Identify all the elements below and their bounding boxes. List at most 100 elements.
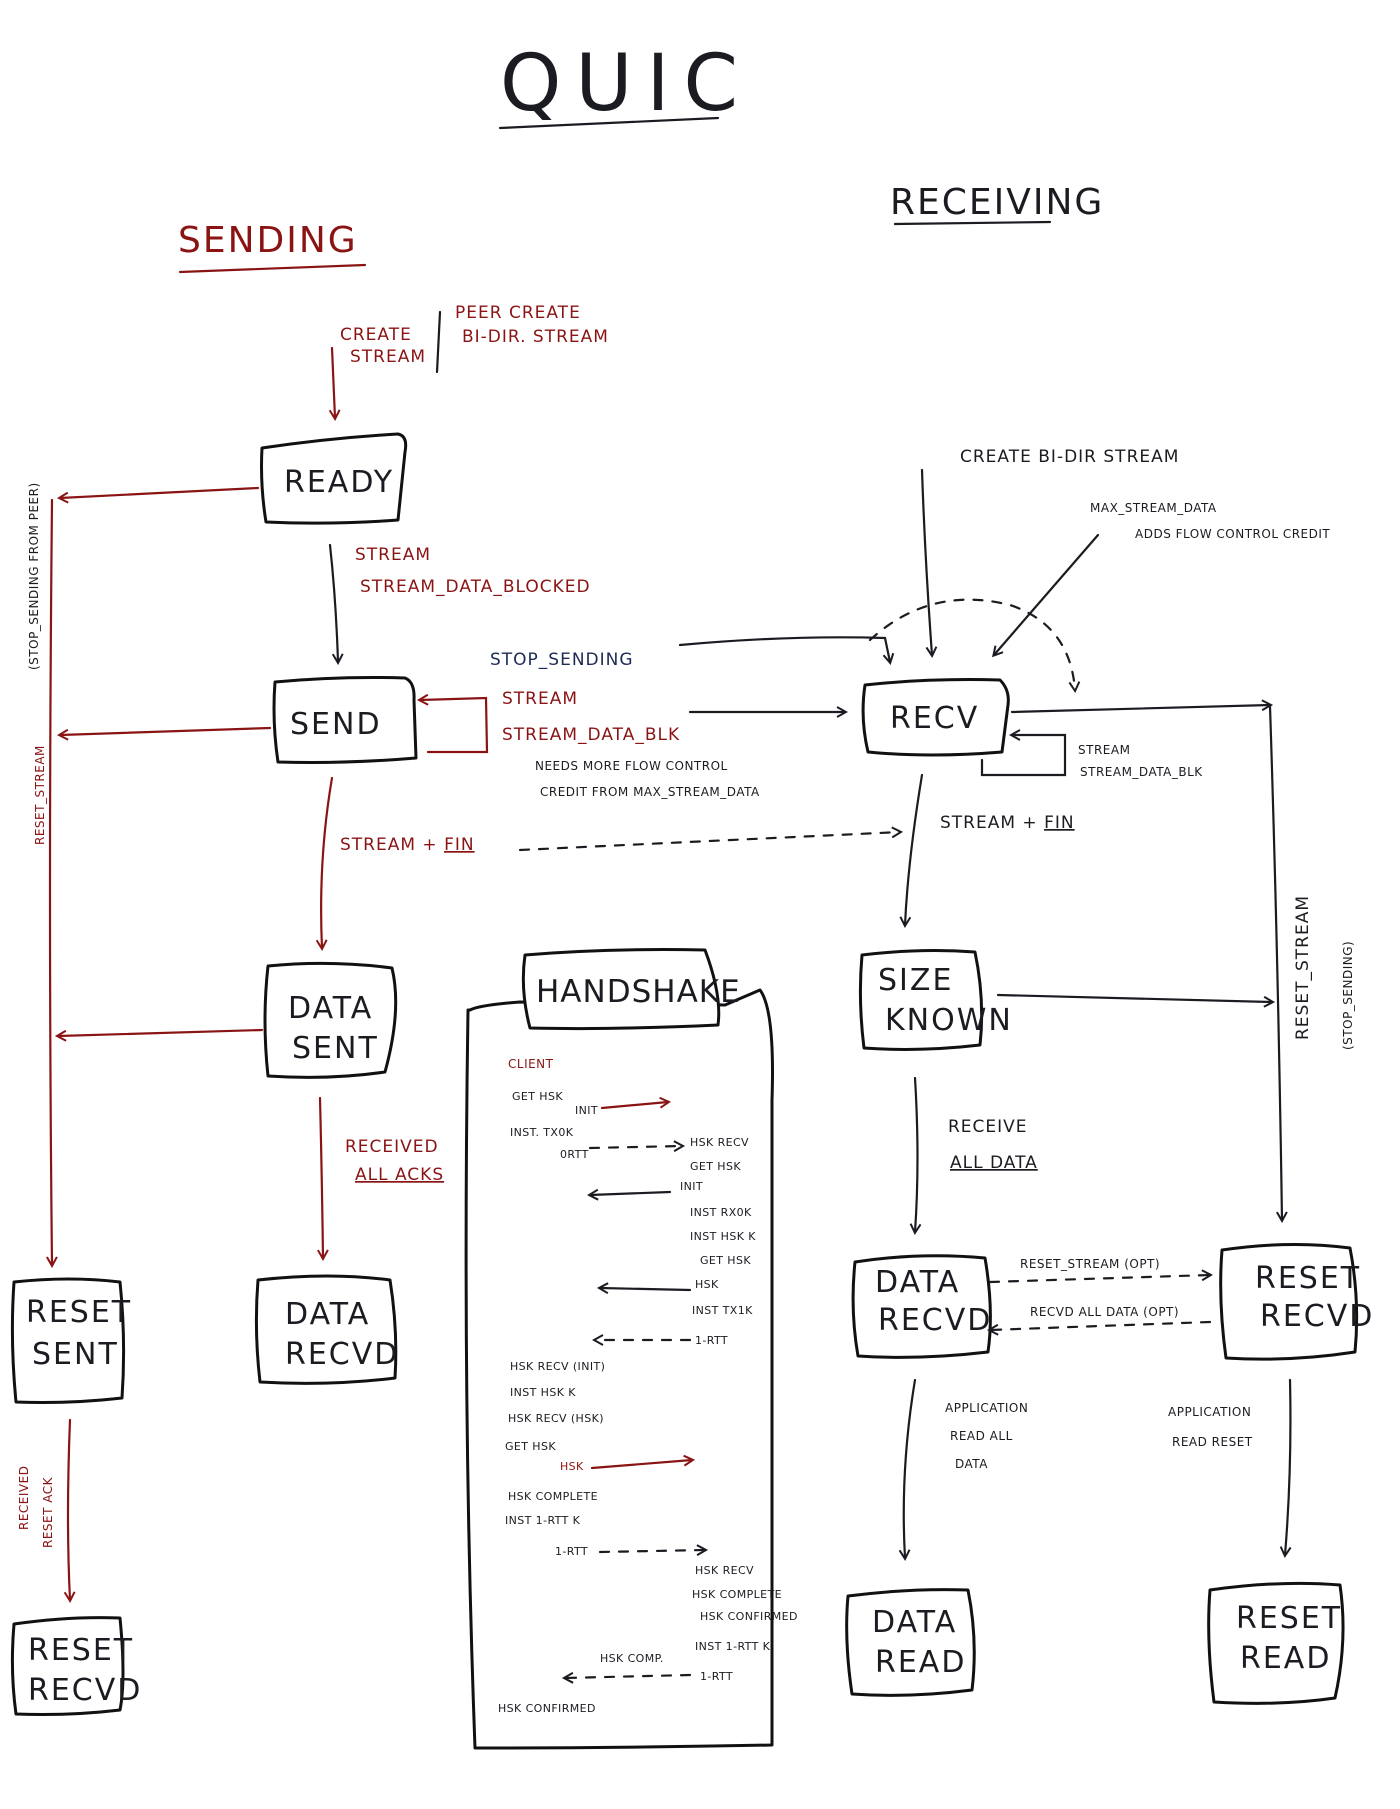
hs-line-1: INIT <box>575 1104 598 1117</box>
sending-underline <box>178 263 367 274</box>
create-bidir-arrow <box>920 468 932 655</box>
state-size-known-box <box>858 949 984 1051</box>
state-data-read-box <box>845 1588 976 1697</box>
hs-line-6: INIT <box>680 1180 703 1193</box>
state-data-recvd-send-box <box>254 1274 398 1385</box>
hs-line-9: GET HSK <box>700 1254 751 1267</box>
received-reset-ack-label-1: RECEIVED <box>17 1466 31 1530</box>
app-read-reset-label-2: READ RESET <box>1172 1435 1253 1449</box>
app-read-all-label-1: APPLICATION <box>945 1401 1028 1415</box>
sending-heading: SENDING <box>178 220 358 261</box>
state-data-recvd-recv-label-1: DATA <box>875 1265 960 1300</box>
recv-loop-arrow <box>980 735 1067 777</box>
state-data-sent-box <box>263 961 398 1079</box>
hs-1rtt-final-dashed-arrow <box>565 1675 692 1678</box>
ready-to-reset-arrow <box>60 486 260 498</box>
hs-line-24: INST 1-RTT K <box>695 1640 771 1653</box>
state-data-recvd-recv-label-2: RECVD <box>878 1303 992 1338</box>
send-to-reset-arrow <box>60 726 272 735</box>
state-reset-read-box <box>1207 1581 1345 1705</box>
hs-line-13: HSK RECV (INIT) <box>510 1360 605 1373</box>
stream-fin-send-label: STREAM + FIN <box>340 835 475 855</box>
hs-line-3: 0RTT <box>560 1148 589 1161</box>
hs-line-0: GET HSK <box>512 1090 563 1103</box>
data-recvd-to-data-read-arrow <box>904 1378 917 1558</box>
stream-fin-recv-fin: FIN <box>1044 813 1075 833</box>
hs-line-27: HSK CONFIRMED <box>498 1702 596 1715</box>
stream-fin-send-prefix: STREAM + <box>340 835 444 855</box>
right-reset-spine <box>1268 704 1282 1220</box>
stop-sending-right-label: (STOP_SENDING) <box>1341 941 1355 1050</box>
peer-create-label-2: BI-DIR. STREAM <box>462 327 609 347</box>
reset-stream-right-label: RESET_STREAM <box>1293 895 1313 1040</box>
state-reset-recvd-send-label-2: RECVD <box>28 1673 142 1708</box>
state-reset-recvd-send-label-1: RESET <box>28 1633 134 1668</box>
app-read-reset-label-1: APPLICATION <box>1168 1405 1251 1419</box>
peer-create-label-1: PEER CREATE <box>455 303 581 323</box>
stream-fin-recv-label: STREAM + FIN <box>940 813 1075 833</box>
send-to-data-sent-arrow <box>321 776 334 948</box>
state-recv-box <box>861 678 1010 757</box>
hs-line-14: INST HSK K <box>510 1386 576 1399</box>
state-size-known-label-2: KNOWN <box>885 1003 1013 1038</box>
flow-control-label-1: NEEDS MORE FLOW CONTROL <box>535 759 728 773</box>
recvd-all-data-opt-arrow <box>990 1320 1212 1330</box>
data-sent-to-data-recvd-arrow <box>320 1096 323 1258</box>
create-stream-label-2: STREAM <box>350 347 426 367</box>
reset-spine-line <box>50 498 52 1265</box>
hs-line-23: HSK CONFIRMED <box>700 1610 798 1623</box>
flow-control-label-2: CREDIT FROM MAX_STREAM_DATA <box>540 785 760 799</box>
state-size-known-label-1: SIZE <box>878 963 953 998</box>
state-send-label: SEND <box>290 707 382 742</box>
handshake-title-box <box>521 948 721 1031</box>
max-stream-data-label-1: MAX_STREAM_DATA <box>1090 501 1217 515</box>
state-reset-sent-label-2: SENT <box>32 1337 119 1372</box>
app-read-all-label-2: READ ALL <box>950 1429 1013 1443</box>
state-data-sent-label-1: DATA <box>288 991 373 1026</box>
hs-line-5: GET HSK <box>690 1160 741 1173</box>
hs-init-back-arrow <box>590 1192 672 1195</box>
hs-line-8: INST HSK K <box>690 1230 756 1243</box>
state-recv-label: RECV <box>890 701 979 736</box>
hs-line-11: INST TX1K <box>692 1304 753 1317</box>
state-data-read-label-1: DATA <box>872 1605 957 1640</box>
hs-line-25: HSK COMP. <box>600 1652 664 1665</box>
state-reset-sent-box <box>10 1277 126 1404</box>
stop-sending-vertical-label: (STOP_SENDING FROM PEER) <box>27 482 41 670</box>
hs-line-18: HSK COMPLETE <box>508 1490 598 1503</box>
hs-line-7: INST RX0K <box>690 1206 752 1219</box>
hs-init-arrow <box>600 1102 668 1110</box>
hs-hsk-arrow <box>590 1460 692 1470</box>
hs-line-12: 1-RTT <box>695 1334 728 1347</box>
state-ready-label: READY <box>284 465 394 500</box>
received-all-acks-label-1: RECEIVED <box>345 1137 439 1157</box>
hs-line-16: GET HSK <box>505 1440 556 1453</box>
recv-to-right-spine-arrow <box>1010 705 1270 714</box>
receive-all-data-label-2: ALL DATA <box>950 1153 1038 1173</box>
ready-to-send-label-1: STREAM <box>355 545 431 565</box>
hs-0rtt-dashed-arrow <box>588 1146 682 1148</box>
hs-line-22: HSK COMPLETE <box>692 1588 782 1601</box>
state-reset-read-label-2: READ <box>1240 1641 1331 1676</box>
size-known-to-reset-arrow <box>996 993 1272 1002</box>
state-reset-sent-label-1: RESET <box>26 1295 132 1330</box>
create-stream-label-1: CREATE <box>340 325 412 345</box>
max-stream-data-label-2: ADDS FLOW CONTROL CREDIT <box>1135 527 1330 541</box>
hs-line-15: HSK RECV (HSK) <box>508 1412 604 1425</box>
hs-line-20: 1-RTT <box>555 1545 588 1558</box>
send-loop-label-1: STREAM <box>502 689 578 709</box>
reset-stream-opt-arrow <box>988 1275 1210 1284</box>
send-loop-arrow <box>420 698 489 754</box>
state-reset-recvd-send-box <box>10 1616 125 1716</box>
reset-sent-to-reset-recvd-arrow <box>68 1418 70 1600</box>
state-reset-read-label-1: RESET <box>1236 1601 1342 1636</box>
hs-line-19: INST 1-RTT K <box>505 1514 581 1527</box>
reset-recvd-to-reset-read-arrow <box>1285 1378 1292 1555</box>
hs-line-10: HSK <box>695 1278 719 1291</box>
state-data-sent-label-2: SENT <box>292 1031 379 1066</box>
page-title: QUIC <box>500 39 752 129</box>
state-data-recvd-send-label-2: RECVD <box>285 1337 399 1372</box>
create-to-ready-arrow <box>332 346 335 418</box>
recvd-all-data-opt-label: RECVD ALL DATA (OPT) <box>1030 1305 1179 1319</box>
handshake-panel <box>464 988 774 1750</box>
